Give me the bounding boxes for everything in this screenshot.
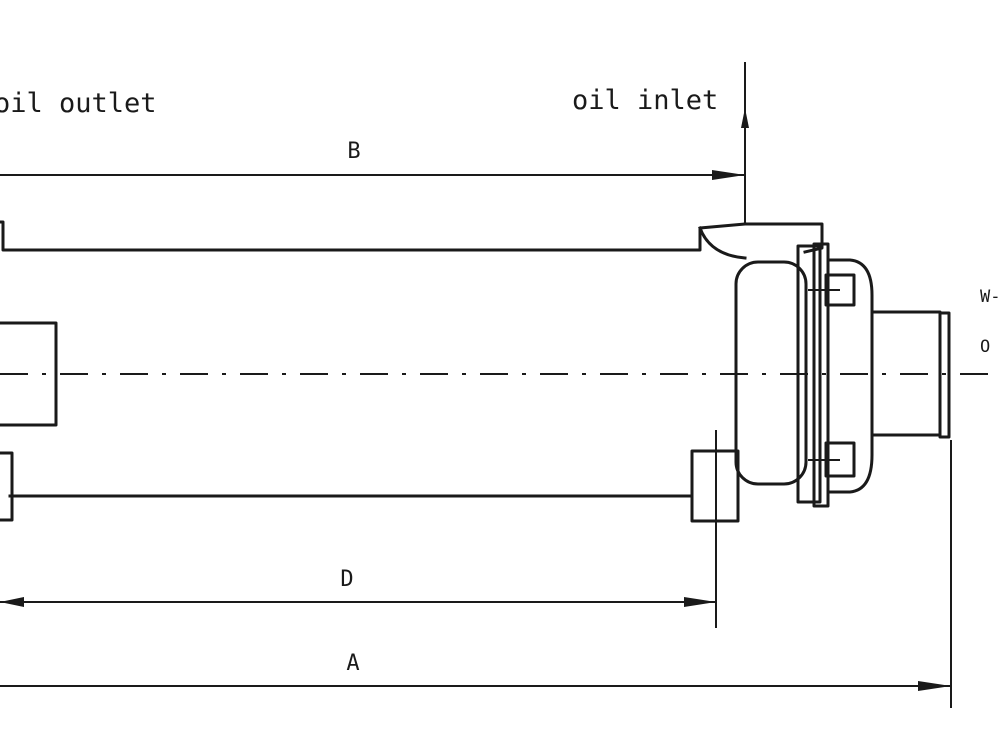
oil-outlet-label: oil outlet (0, 88, 157, 119)
extension-lines (715, 62, 952, 708)
dimension-d (0, 597, 716, 607)
inlet-arrow (741, 108, 749, 128)
dimension-b-label: B (347, 139, 360, 164)
dimension-b (0, 170, 745, 180)
edge-label-mid: O (980, 337, 990, 357)
left-end-block (0, 321, 58, 522)
dimension-d-label: D (340, 567, 353, 592)
edge-label-top: W- (980, 287, 1000, 307)
dimension-a-label: A (346, 651, 359, 676)
cylinder-barrel (0, 220, 747, 498)
oil-inlet-label: oil inlet (572, 85, 718, 116)
piston-rod-end (870, 310, 951, 439)
end-cap-assembly (690, 222, 874, 523)
dimension-a (0, 681, 951, 691)
